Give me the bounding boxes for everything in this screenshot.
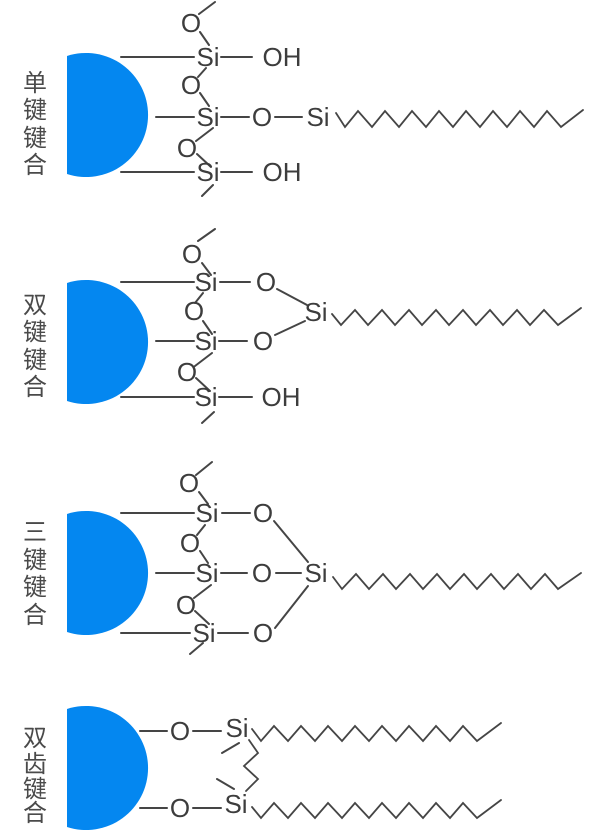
si-label: Si bbox=[225, 713, 248, 743]
o-label: O bbox=[170, 716, 190, 746]
row-bond-lines bbox=[220, 56, 303, 173]
o-label: O bbox=[181, 8, 201, 38]
bridging-diagonal-bonds bbox=[274, 288, 308, 336]
section-label-char: 双 bbox=[23, 292, 47, 319]
silica-particle bbox=[67, 280, 149, 405]
o-label: O bbox=[252, 102, 272, 132]
si-label: Si bbox=[196, 157, 219, 187]
section-label-char: 合 bbox=[23, 800, 47, 827]
si-label: Si bbox=[304, 558, 327, 588]
row-bond-lines bbox=[217, 512, 302, 634]
o-label: O bbox=[179, 468, 199, 498]
section-label-char: 合 bbox=[23, 152, 47, 179]
alkyl-chain bbox=[335, 109, 584, 129]
section-double-bond: 双 键 键 合 O Si O Si O Si O O Si OH bbox=[23, 228, 582, 424]
section-single-bond: 单 键 键 合 O Si OH O Si O Si O Si OH bbox=[23, 1, 584, 197]
section-label-char: 键 bbox=[23, 347, 47, 374]
section-label-char: 合 bbox=[23, 602, 47, 629]
surface-bond-lines bbox=[120, 56, 195, 173]
alkyl-chain bbox=[332, 572, 582, 591]
row-bond-lines bbox=[218, 281, 253, 398]
o-label: O bbox=[252, 558, 272, 588]
si-label: Si bbox=[195, 558, 218, 588]
section-label-char: 键 bbox=[23, 547, 47, 574]
section-label-char: 键 bbox=[23, 776, 47, 803]
methyl-bonds bbox=[216, 742, 240, 790]
section-label: 三 键 键 合 bbox=[23, 519, 47, 629]
backbone-bond-lines bbox=[195, 1, 216, 197]
section-label-char: 齿 bbox=[23, 751, 47, 778]
o-label: O bbox=[253, 618, 273, 648]
section-label-char: 键 bbox=[23, 125, 47, 152]
o-label: O bbox=[176, 590, 196, 620]
o-label: O bbox=[180, 528, 200, 558]
section-label-char: 键 bbox=[23, 574, 47, 601]
o-label: O bbox=[181, 70, 201, 100]
alkyl-chain-top bbox=[251, 722, 502, 743]
si-label: Si bbox=[194, 326, 217, 356]
section-label: 双 齿 键 合 bbox=[23, 725, 47, 827]
oh-label: OH bbox=[263, 157, 302, 187]
si-label: Si bbox=[194, 267, 217, 297]
surface-bond-lines bbox=[120, 281, 195, 398]
section-label-char: 键 bbox=[23, 97, 47, 124]
si-label: Si bbox=[192, 618, 215, 648]
si-label: Si bbox=[304, 297, 327, 327]
section-label-char: 合 bbox=[23, 374, 47, 401]
si-label: Si bbox=[196, 42, 219, 72]
backbone-bond-lines bbox=[189, 461, 213, 655]
o-label: O bbox=[256, 267, 276, 297]
o-label: O bbox=[253, 498, 273, 528]
o-label: O bbox=[182, 239, 202, 269]
section-label-char: 键 bbox=[23, 319, 47, 346]
o-label: O bbox=[253, 326, 273, 356]
o-label: O bbox=[184, 296, 204, 326]
oh-label: OH bbox=[262, 382, 301, 412]
section-label: 双 键 键 合 bbox=[23, 292, 47, 401]
oh-label: OH bbox=[263, 42, 302, 72]
si-label: Si bbox=[195, 498, 218, 528]
section-bidentate: 双 齿 键 合 O Si O Si bbox=[23, 706, 502, 830]
surface-bond-lines bbox=[120, 512, 195, 634]
si-label: Si bbox=[194, 382, 217, 412]
o-label: O bbox=[177, 357, 197, 387]
silica-particle bbox=[67, 53, 149, 177]
si-label: Si bbox=[306, 102, 329, 132]
o-label: O bbox=[177, 133, 197, 163]
alkyl-chain bbox=[331, 307, 582, 327]
silica-particle bbox=[67, 510, 149, 635]
backbone-bond-lines bbox=[194, 228, 216, 424]
propyl-bridge bbox=[242, 739, 260, 792]
section-triple-bond: 三 键 键 合 O Si O O Si O Si O Si O bbox=[23, 461, 582, 655]
o-label: O bbox=[170, 793, 190, 823]
silica-particle bbox=[67, 706, 149, 830]
alkyl-chain-bottom bbox=[251, 799, 502, 820]
surface-bond-lines bbox=[139, 730, 222, 809]
section-label-char: 三 bbox=[23, 519, 47, 546]
si-label: Si bbox=[224, 789, 247, 819]
bridging-diagonal-bonds bbox=[273, 520, 309, 629]
section-label-char: 双 bbox=[23, 725, 47, 752]
si-label: Si bbox=[196, 102, 219, 132]
section-label: 单 键 键 合 bbox=[23, 70, 47, 179]
section-label-char: 单 bbox=[23, 70, 47, 97]
